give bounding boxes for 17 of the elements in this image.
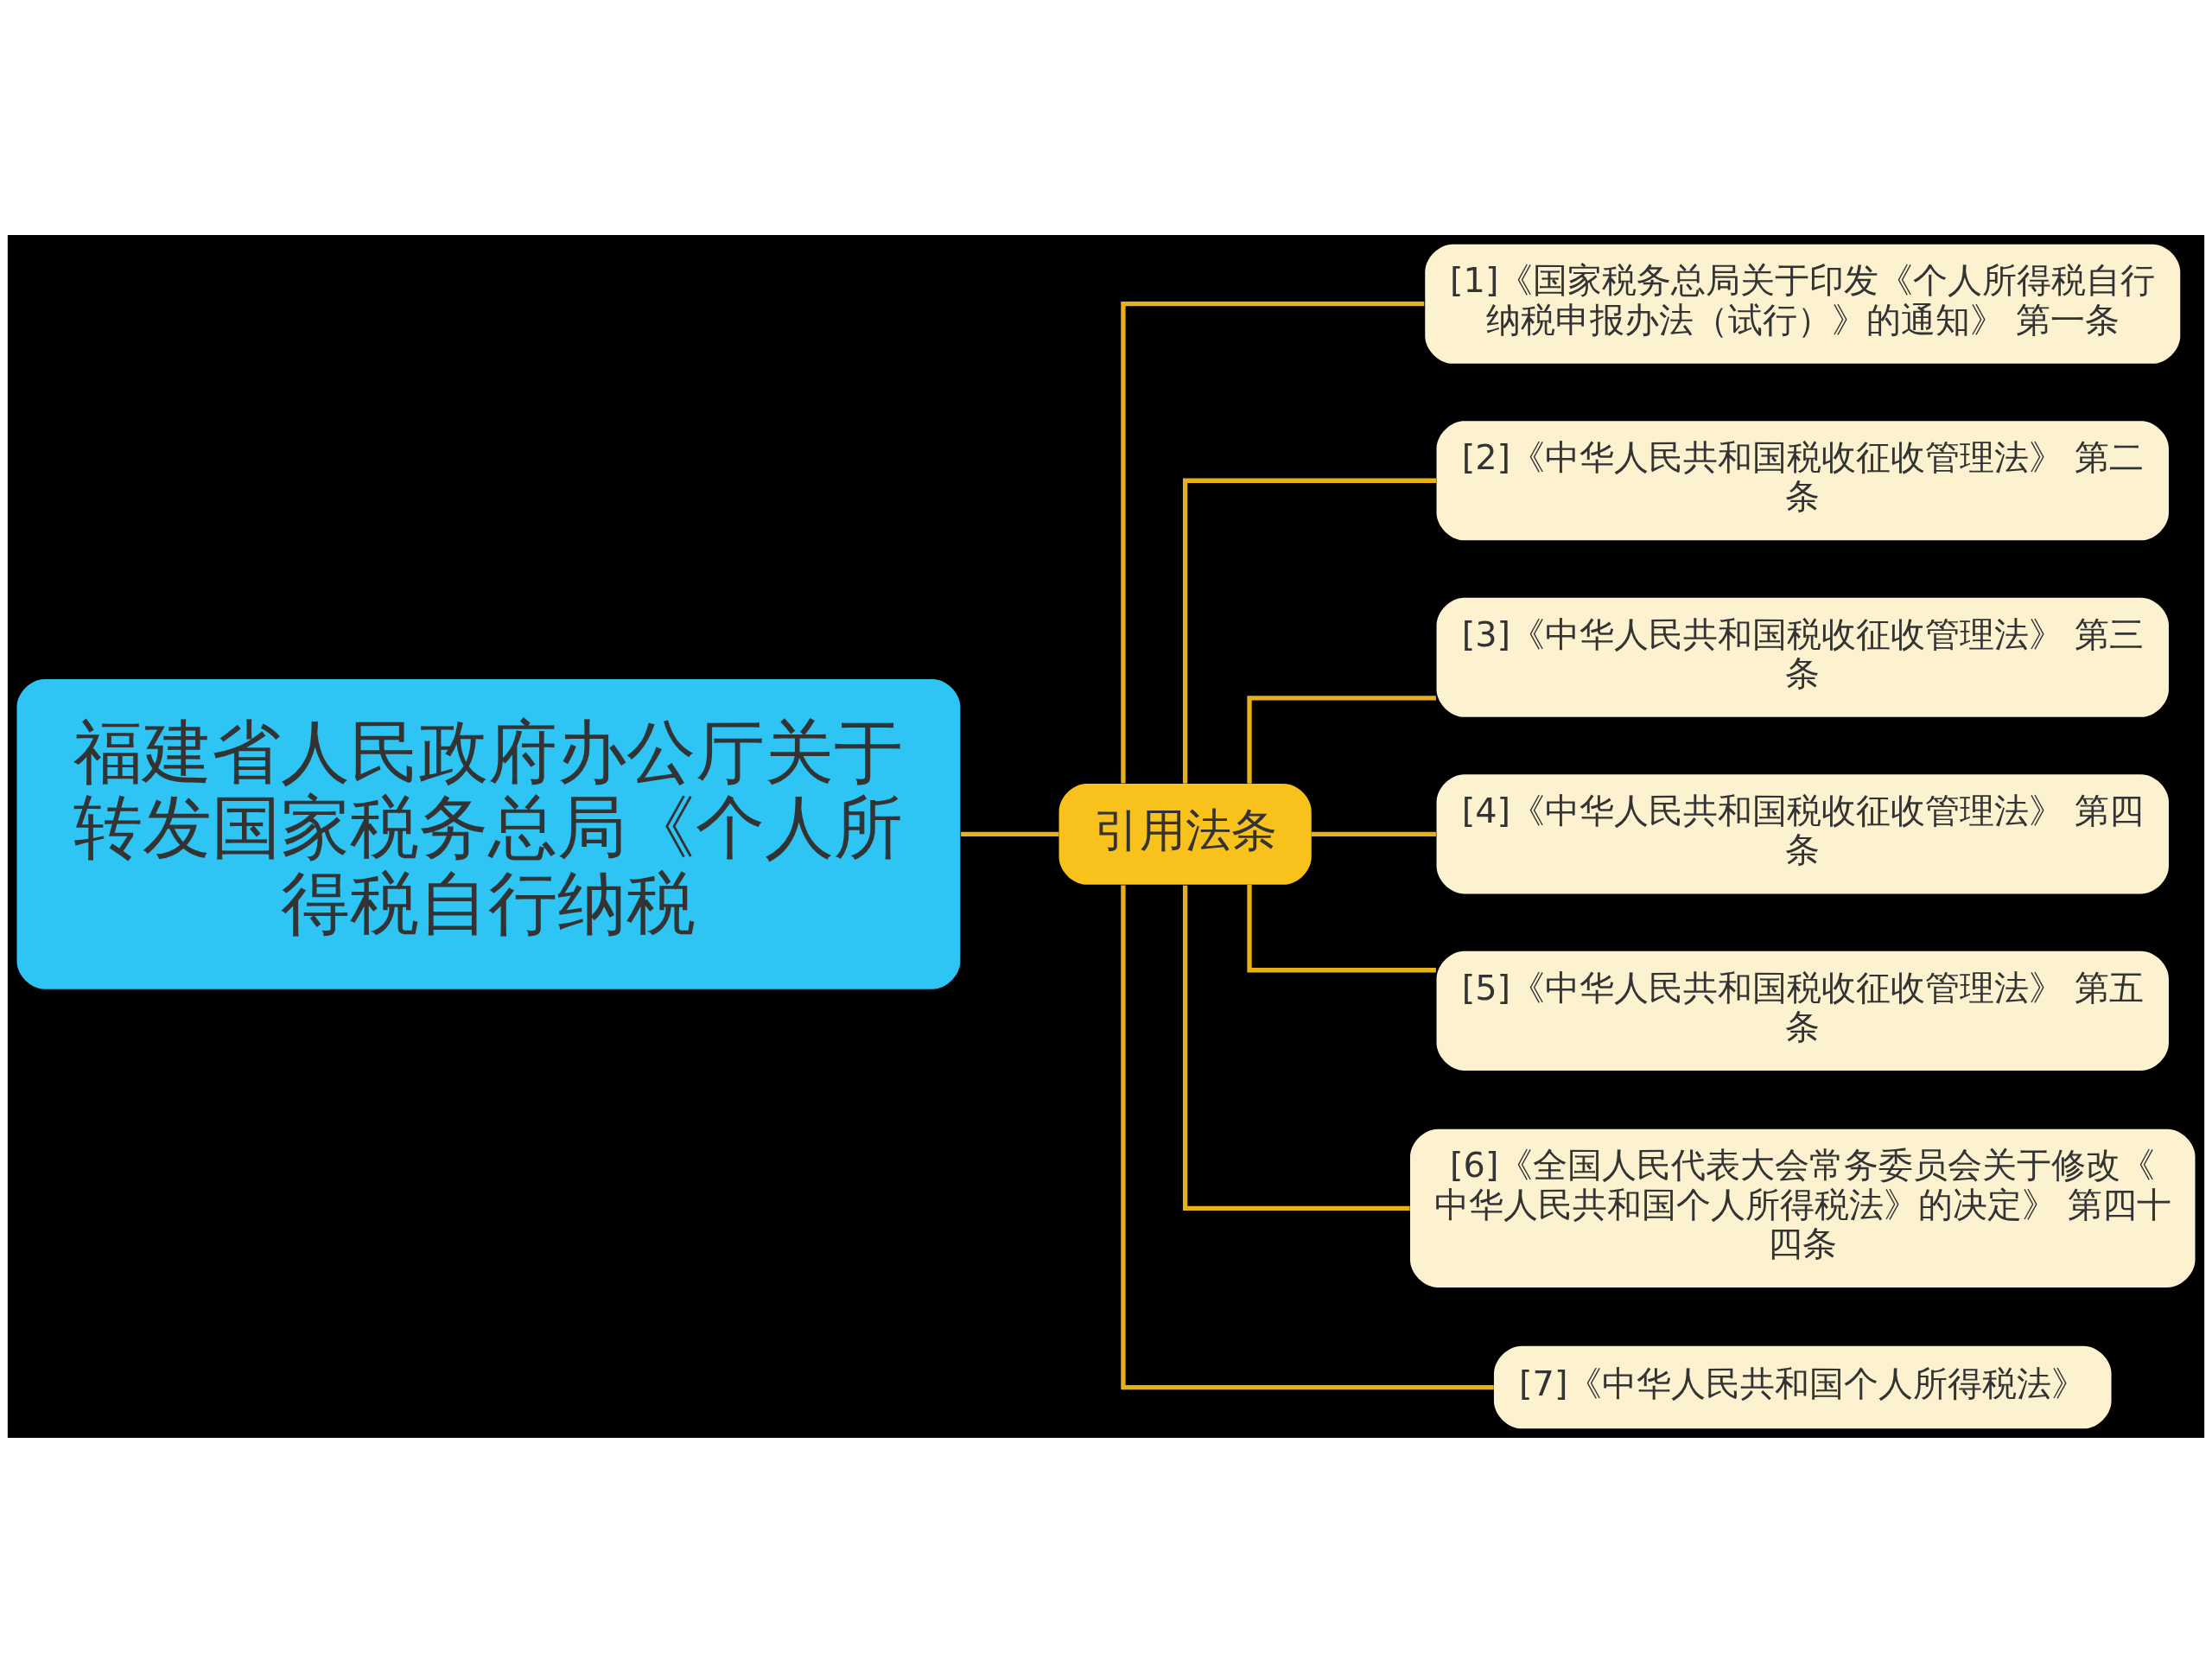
connector xyxy=(1183,885,1410,1211)
node-box: [3]《中华人民共和国税收征收管理法》 第三条 xyxy=(1436,597,2169,717)
node-box: 引用法条 xyxy=(1058,783,1312,885)
node-box: [2]《中华人民共和国税收征收管理法》 第二条 xyxy=(1436,420,2169,540)
connector xyxy=(961,831,1059,836)
connector xyxy=(1121,884,1494,1389)
connector xyxy=(1312,831,1436,836)
node-box: [5]《中华人民共和国税收征收管理法》 第五条 xyxy=(1436,950,2169,1071)
connector xyxy=(1247,695,1436,784)
node-box: [6]《全国人民代表大会常务委员会关于修改《中华人民共和国个人所得税法》的决定》 第四十四条 xyxy=(1410,1128,2196,1287)
connector xyxy=(1183,478,1437,784)
connector xyxy=(1121,301,1425,783)
connector xyxy=(1247,884,1436,972)
node-box: 福建省人民政府办公厅关于转发国家税务总局《个人所得税自行纳税 xyxy=(16,678,961,989)
node-box: [7]《中华人民共和国个人所得税法》 xyxy=(1493,1345,2112,1428)
node-box: [4]《中华人民共和国税收征收管理法》 第四条 xyxy=(1436,773,2169,893)
node-box: [1]《国家税务总局关于印发《个人所得税自行纳税申报办法（试行）》的通知》 第一条 xyxy=(1425,244,2181,364)
